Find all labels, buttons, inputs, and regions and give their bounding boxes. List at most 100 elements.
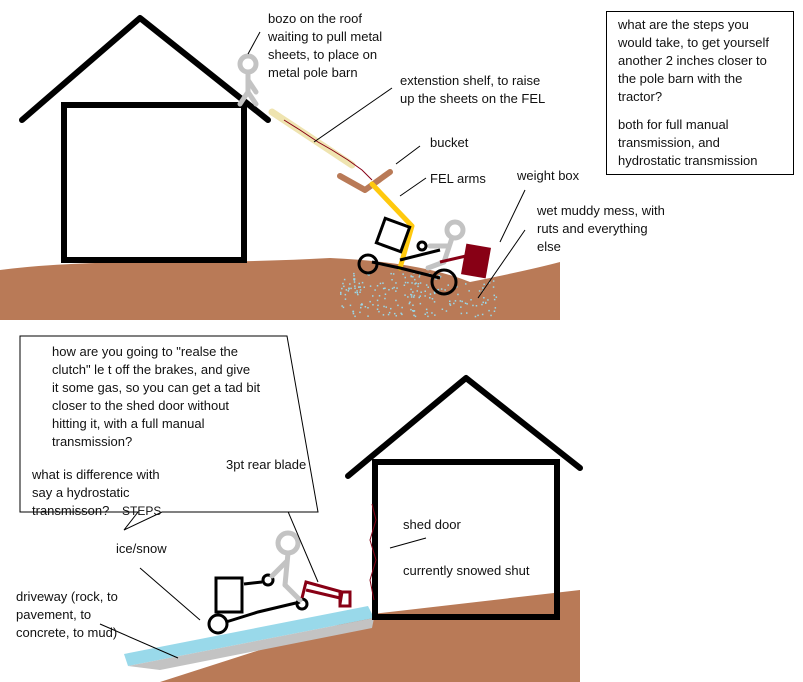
mud-speckle	[493, 294, 495, 297]
mud-speckle	[391, 279, 393, 281]
weight-leader	[499, 189, 526, 243]
mud-speckle	[395, 290, 397, 292]
mud-speckle	[393, 286, 395, 289]
ice-snow-layer	[124, 606, 374, 666]
label-weight-box: weight box	[517, 168, 580, 183]
mud-speckle	[488, 309, 490, 312]
mud-speckle	[420, 291, 422, 293]
steps-label: STEPS	[122, 504, 162, 518]
mud-speckle	[431, 312, 433, 314]
mud-speckle	[376, 308, 379, 310]
fel-arms	[369, 181, 415, 271]
mud-speckle	[441, 308, 444, 310]
tractor-top	[357, 216, 458, 296]
mud-speckle	[343, 278, 346, 281]
mud-speckle	[492, 286, 495, 288]
question-top-subtext: both for full manual transmission, and h…	[618, 117, 758, 168]
mud-speckle	[457, 293, 459, 296]
mud-speckle	[478, 290, 481, 292]
mud-speckles	[340, 272, 498, 318]
metal-sheet-edge	[283, 119, 373, 181]
mud-speckle	[477, 314, 479, 317]
mud-speckle	[460, 306, 462, 308]
arms-leader	[399, 177, 427, 197]
label-muddy: wet muddy mess, with ruts and everything…	[537, 203, 665, 254]
mud-speckle	[395, 315, 397, 317]
mud-speckle	[361, 281, 364, 284]
rear-blade	[300, 580, 352, 608]
mud-speckle	[433, 301, 436, 303]
mud-speckle	[352, 310, 354, 313]
mud-speckle	[374, 289, 376, 291]
question-top-text: what are the steps you would take, to ge…	[618, 17, 770, 104]
mud-speckle	[495, 296, 498, 298]
mud-speckle	[382, 287, 385, 290]
mud-speckle	[413, 296, 415, 298]
mud-speckle	[414, 278, 416, 281]
mud-speckle	[426, 311, 428, 314]
speech-bubble-outline	[19, 335, 319, 531]
mud-speckle	[382, 282, 384, 284]
driveway-layer	[128, 618, 374, 670]
mud-speckle	[440, 288, 443, 290]
mud-speckle	[372, 295, 374, 297]
mud-speckle	[354, 285, 356, 287]
mud-speckle	[340, 293, 342, 295]
mud-speckle	[474, 315, 477, 318]
mud-speckle	[385, 306, 387, 308]
mud-speckle	[344, 293, 347, 296]
mud-speckle	[348, 287, 350, 289]
mud-speckle	[376, 285, 379, 287]
mud-speckle	[464, 302, 467, 304]
mud-speckle	[438, 274, 440, 277]
mud-speckle	[485, 302, 487, 304]
shed	[345, 375, 583, 620]
mud-speckle	[425, 284, 428, 286]
mud-speckle	[449, 304, 452, 306]
mud-speckle	[341, 287, 343, 290]
mud-speckle	[449, 300, 451, 302]
mud-speckle	[397, 304, 399, 307]
mud-speckle	[454, 300, 457, 302]
mud-speckle	[466, 303, 468, 305]
mud-speckle	[349, 283, 351, 285]
mud-speckle	[356, 292, 358, 294]
mud-speckle	[447, 284, 449, 286]
mud-speckle	[345, 289, 348, 291]
mud-speckle	[487, 299, 489, 301]
mud-speckle	[350, 287, 352, 290]
bucket-leader	[395, 145, 421, 165]
bucket	[337, 169, 393, 193]
mud-speckle	[402, 273, 404, 275]
snowed-door-edge	[369, 503, 377, 601]
mud-speckle	[342, 282, 344, 285]
mud-speckle	[395, 282, 397, 284]
mud-speckle	[358, 286, 360, 288]
mud-speckle	[424, 313, 426, 315]
label-rear-blade: 3pt rear blade	[226, 457, 307, 472]
mud-speckle	[483, 283, 485, 286]
mud-speckle	[353, 272, 355, 275]
mud-speckle	[413, 314, 415, 317]
mud-speckle	[419, 302, 422, 305]
shelf-leader	[313, 87, 393, 143]
mud-speckle	[404, 281, 407, 284]
mud-speckle	[354, 287, 356, 289]
tractor-bottom	[207, 573, 309, 635]
mud-speckle	[453, 302, 455, 305]
mud-speckle	[401, 313, 403, 316]
mud-speckle	[409, 301, 411, 303]
mud-speckle	[413, 294, 416, 297]
mud-speckle	[377, 304, 379, 307]
mud-speckle	[414, 315, 417, 318]
mud-speckle	[353, 281, 356, 283]
driver-bottom	[269, 530, 303, 603]
mud-speckle	[414, 283, 416, 285]
mud-speckle	[412, 304, 414, 306]
mud-speckle	[434, 314, 436, 316]
mud-speckle	[388, 311, 391, 314]
mud-speckle	[413, 310, 416, 312]
mud-speckle	[445, 310, 448, 312]
label-snowed-shut: currently snowed shut	[403, 563, 530, 578]
